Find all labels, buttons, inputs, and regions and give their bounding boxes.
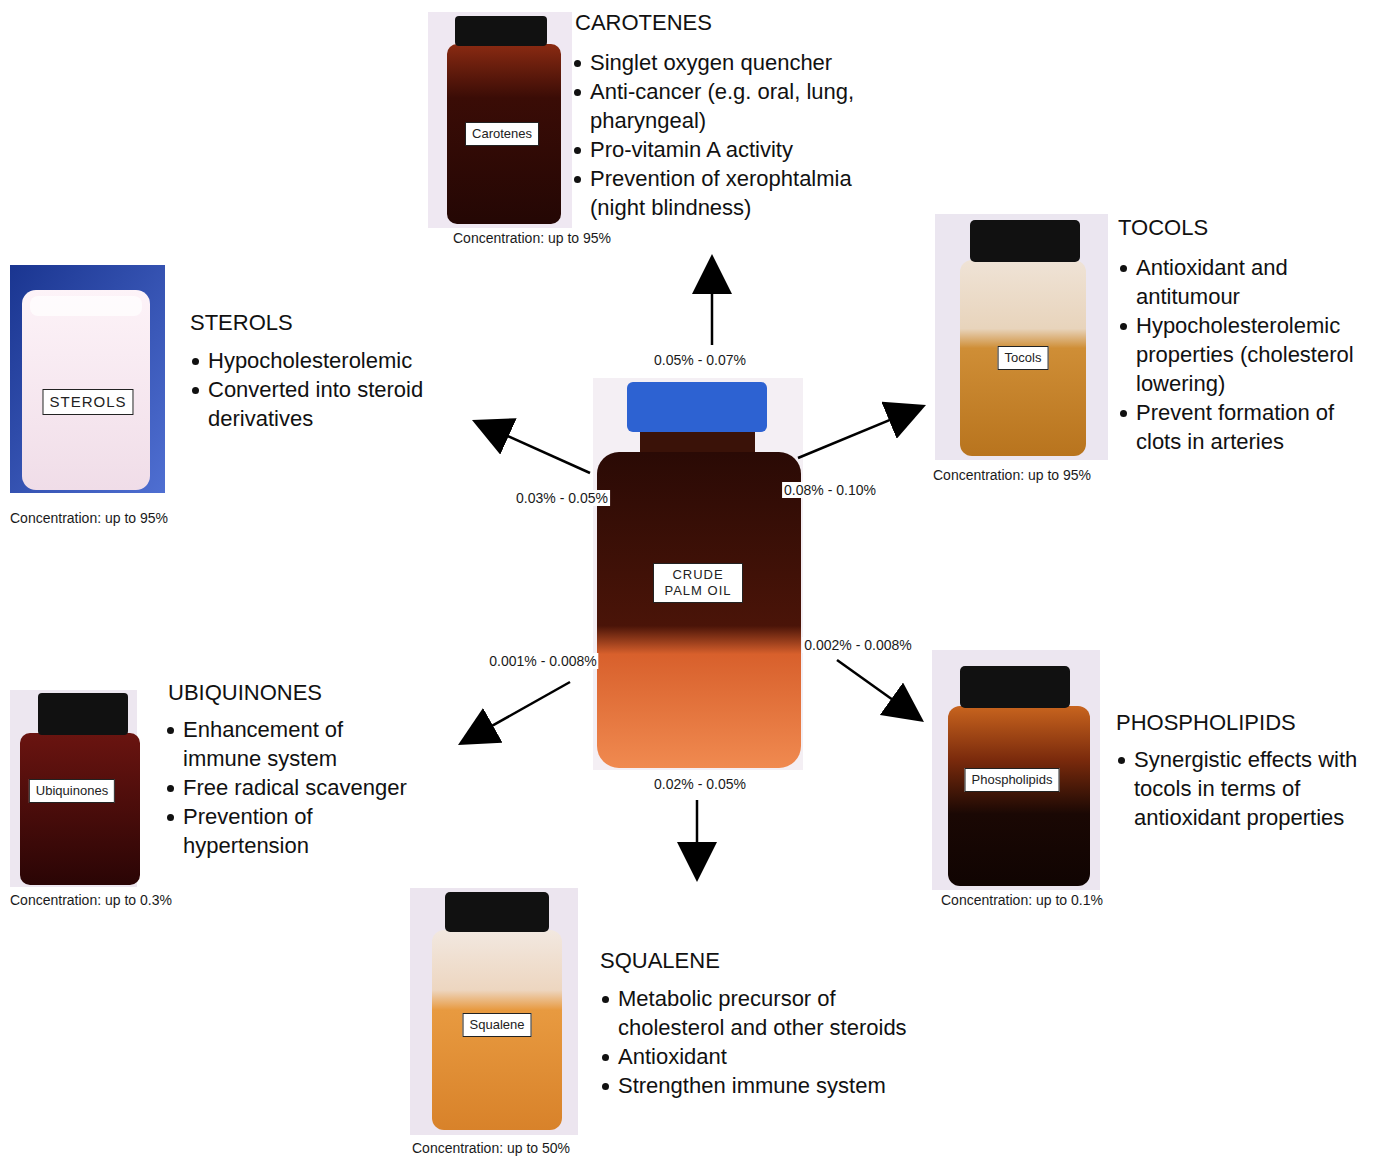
- carotenes-jar: [428, 12, 572, 228]
- jar-label: Squalene: [463, 1013, 532, 1037]
- photo-ground: [428, 12, 572, 228]
- photo-ground: [935, 214, 1108, 460]
- source-bottle: CRUDE PALM OIL: [593, 378, 803, 770]
- concentration-note: Concentration: up to 0.1%: [941, 892, 1103, 909]
- concentration-note: Concentration: up to 95%: [453, 230, 611, 247]
- arrow-connector: [696, 800, 699, 862]
- arrow-connector: [798, 413, 908, 458]
- jar-body: [960, 260, 1086, 456]
- jar-body: [948, 706, 1090, 886]
- bullet-item: Free radical scavenger: [165, 773, 414, 802]
- jar-cap: [970, 220, 1080, 262]
- bullet-list: Synergistic effects with tocols in terms…: [1116, 745, 1379, 832]
- bullet-list: HypocholesterolemicConverted into steroi…: [190, 346, 463, 433]
- connector-group: [475, 274, 907, 862]
- concentration-note: Concentration: up to 0.3%: [10, 892, 172, 909]
- jar-body: [22, 290, 150, 490]
- bullet-item: Prevention of hypertension: [165, 802, 414, 860]
- edge-label: 0.05% - 0.07%: [652, 352, 748, 368]
- bullet-item: Anti-cancer (e.g. oral, lung, pharyngeal…: [572, 77, 885, 135]
- photo-ground: [593, 378, 803, 770]
- product-node: CAROTENES CarotenesConcentration: up to 9…: [445, 8, 889, 250]
- jar-body: [432, 930, 562, 1130]
- photo-ground: [932, 650, 1100, 890]
- bullet-item: Prevention of xerophtalmia (night blindn…: [572, 164, 885, 222]
- ubiquinones-jar: [10, 690, 140, 887]
- section-heading: UBIQUINONES: [168, 680, 322, 706]
- jar-cap: [960, 666, 1070, 708]
- bottle-neck: [640, 428, 755, 456]
- section-heading: PHOSPHOLIPIDS: [1116, 710, 1296, 736]
- bullet-item: Synergistic effects with tocols in terms…: [1116, 745, 1379, 832]
- product-node: PHOSPHOLIPIDS PhospholipidsConcentration:…: [928, 645, 1383, 913]
- bullet-item: Pro-vitamin A activity: [572, 135, 885, 164]
- tocols-jar: [935, 214, 1108, 460]
- section-heading: STEROLS: [190, 310, 293, 336]
- bullet-item: Prevent formation of clots in arteries: [1118, 398, 1376, 456]
- jar-label: Tocols: [998, 346, 1049, 370]
- edge-label: 0.08% - 0.10%: [782, 482, 878, 498]
- product-node: TOCOLS TocolsConcentration: up to 95% Anti…: [930, 212, 1380, 488]
- jar-highlight: [30, 296, 142, 316]
- jar-label: Carotenes: [465, 122, 539, 146]
- edge-label: 0.02% - 0.05%: [652, 776, 748, 792]
- jar-label: Ubiquinones: [29, 779, 115, 803]
- bullet-list: Antioxidant and antitumourHypocholestero…: [1118, 253, 1376, 456]
- arrow-connector: [837, 660, 908, 710]
- product-node: UBIQUINONES UbiquinonesConcentration: up …: [8, 676, 454, 912]
- arrow-connector: [711, 274, 714, 345]
- product-node: STEROLS STEROLS Concentration: up to 95% Hy…: [8, 262, 468, 529]
- jar-cap: [38, 693, 128, 735]
- bullet-item: Hypocholesterolemic properties (choleste…: [1118, 311, 1376, 398]
- bullet-item: Singlet oxygen quencher: [572, 48, 885, 77]
- bottle-body: [597, 452, 801, 768]
- arrow-connector: [475, 682, 570, 735]
- bullet-list: Singlet oxygen quencherAnti-cancer (e.g.…: [572, 48, 885, 222]
- crude-palm-oil-bottle: [593, 378, 803, 770]
- concentration-note: Concentration: up to 95%: [933, 467, 1091, 484]
- sterols-jar: [10, 265, 165, 493]
- jar-body: [20, 733, 140, 885]
- edge-label: 0.002% - 0.008%: [802, 637, 913, 653]
- bullet-item: Hypocholesterolemic: [190, 346, 463, 375]
- photo-ground: [410, 888, 578, 1135]
- concentration-note: Concentration: up to 95%: [10, 510, 168, 527]
- edge-label: 0.001% - 0.008%: [487, 653, 598, 669]
- bullet-list: Enhancement of immune systemFree radical…: [165, 715, 414, 860]
- jar-label: CRUDE PALM OIL: [653, 563, 743, 603]
- jar-body: [447, 44, 561, 224]
- jar-label: STEROLS: [42, 389, 133, 415]
- bottle-cap: [627, 382, 767, 432]
- section-heading: CAROTENES: [575, 10, 712, 36]
- bullet-list: Metabolic precursor of cholesterol and o…: [600, 984, 923, 1100]
- section-heading: TOCOLS: [1118, 215, 1208, 241]
- bullet-item: Converted into steroid derivatives: [190, 375, 463, 433]
- arrow-connector: [490, 428, 590, 473]
- section-heading: SQUALENE: [600, 948, 720, 974]
- squalene-jar: [410, 888, 578, 1135]
- jar-cap: [455, 16, 547, 46]
- photo-ground: [10, 265, 165, 493]
- jar-cap: [445, 892, 549, 932]
- bullet-item: Enhancement of immune system: [165, 715, 414, 773]
- edge-label: 0.03% - 0.05%: [514, 490, 610, 506]
- bullet-item: Metabolic precursor of cholesterol and o…: [600, 984, 923, 1042]
- jar-label: Phospholipids: [965, 768, 1060, 792]
- concentration-note: Concentration: up to 50%: [412, 1140, 570, 1157]
- phospholipids-jar: [932, 650, 1100, 890]
- product-node: SQUALENE SqualeneConcentration: up to 50%…: [405, 886, 927, 1159]
- bullet-item: Strengthen immune system: [600, 1071, 923, 1100]
- bullet-item: Antioxidant and antitumour: [1118, 253, 1376, 311]
- bullet-item: Antioxidant: [600, 1042, 923, 1071]
